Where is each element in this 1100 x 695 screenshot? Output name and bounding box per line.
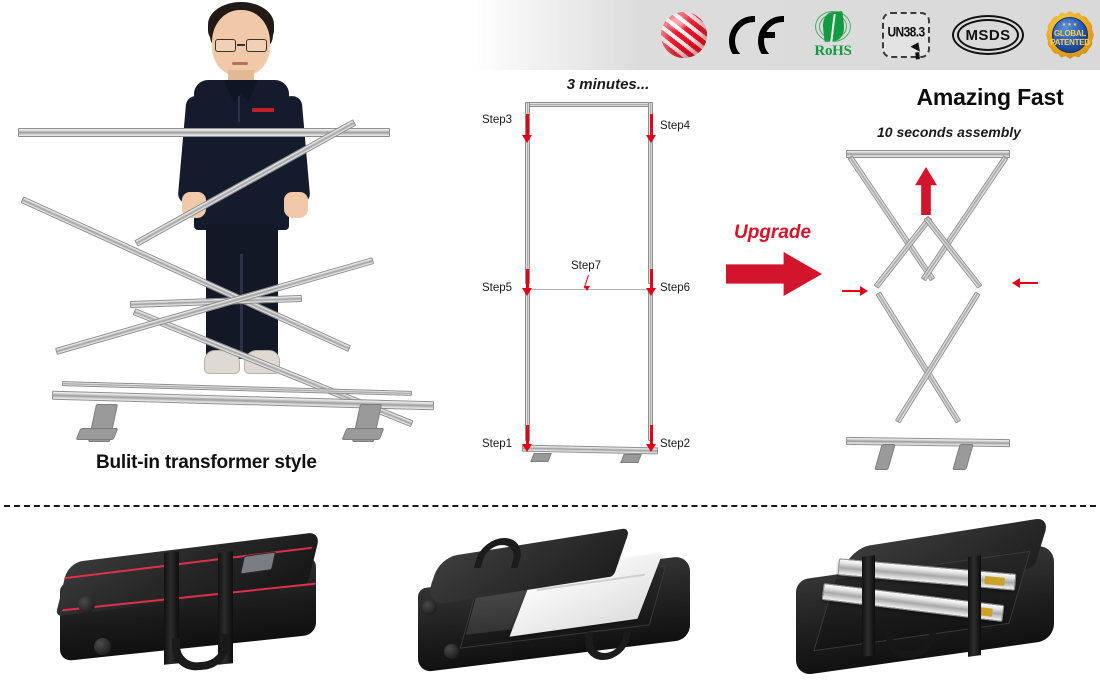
- upgrade-arrow-icon: [726, 252, 822, 296]
- frame-bar-diagonal-2: [134, 119, 357, 247]
- section-divider: [4, 505, 1096, 507]
- stars-label: ★★★: [1061, 22, 1079, 28]
- amazing-fast-panel: Amazing Fast 10 seconds assembly: [820, 72, 1100, 492]
- shirt-collar: [224, 80, 258, 102]
- ce-mark-badge: [729, 16, 784, 54]
- step3-label: Step3: [482, 114, 513, 126]
- three-minutes-label: 3 minutes...: [566, 76, 650, 93]
- right-hand: [284, 192, 308, 218]
- step4-arrow-icon: [646, 114, 657, 143]
- step4-label: Step4: [660, 120, 691, 132]
- rohs-label: RoHS: [814, 43, 852, 59]
- step7-label: Step7: [571, 260, 602, 272]
- step5-label: Step5: [482, 282, 513, 294]
- step1-label: Step1: [482, 438, 513, 450]
- diagram-bar-left-lower: [525, 291, 530, 441]
- frame-foot-right-pad: [341, 428, 385, 440]
- global-label: GLOBAL: [1054, 29, 1086, 38]
- diagram-foot-right: [620, 454, 642, 463]
- upgrade-callout: Upgrade: [722, 222, 832, 312]
- carry-bag-gallery: [0, 516, 1100, 695]
- certification-band: RoHS UN38.3 MSDS ★★★: [0, 0, 1100, 70]
- bag-wheel-1: [78, 596, 95, 613]
- diagram-foot-left: [530, 453, 552, 462]
- x-frame-bar-top: [846, 150, 1010, 158]
- step3-arrow-icon: [522, 114, 533, 143]
- x-frame-bar-base: [845, 436, 1011, 448]
- patented-label: PATENTED: [1050, 38, 1090, 47]
- un383-badge: UN38.3: [882, 12, 930, 58]
- step6-arrow-icon: [646, 269, 657, 296]
- assembly-steps-diagram: 3 minutes... Step3 Step4 Step7 Step5 Ste…: [470, 72, 720, 492]
- x-frame-diag-5: [875, 291, 962, 424]
- bag-handle-bottom: [581, 632, 631, 660]
- z-folded-frame: [0, 0, 460, 450]
- red-striped-sphere-badge: [661, 12, 707, 58]
- step5-arrow-icon: [522, 269, 533, 296]
- mouth: [232, 62, 248, 65]
- frame-bar-top: [18, 128, 390, 137]
- glasses-icon: [215, 39, 267, 52]
- rohs-badge: RoHS: [806, 10, 860, 60]
- msds-label: MSDS: [965, 26, 1011, 44]
- step2-arrow-icon: [646, 425, 657, 452]
- ten-seconds-subtitle: 10 seconds assembly: [877, 124, 1021, 140]
- bag-wheel-1: [422, 600, 437, 615]
- diagram-bar-top: [525, 102, 653, 107]
- un383-label: UN38.3: [887, 23, 925, 41]
- diagram-bar-mid-connector: [528, 289, 652, 290]
- amazing-fast-headline: Amazing Fast: [916, 84, 1064, 110]
- closed-rolling-bag: [0, 518, 366, 695]
- x-frame-diag-6: [894, 291, 981, 424]
- bag-handle: [172, 633, 230, 673]
- step2-label: Step2: [660, 438, 691, 450]
- shirt-logo: [252, 108, 274, 112]
- open-bag-with-fabric: [368, 518, 734, 695]
- diagram-bar-right-lower: [648, 291, 653, 441]
- pull-up-arrow-icon: [915, 167, 937, 215]
- certification-list: RoHS UN38.3 MSDS ★★★: [661, 0, 1094, 70]
- transformer-style-photo: Bulit-in transformer style: [0, 0, 460, 473]
- ce-e-glyph: [758, 16, 784, 54]
- frame-foot-left-pad: [75, 428, 119, 440]
- global-patented-badge: ★★★ GLOBAL PATENTED: [1046, 11, 1094, 59]
- x-frame-foot-left: [874, 444, 896, 470]
- bag-wheel-2: [94, 638, 111, 655]
- bag-strap-2: [968, 555, 981, 657]
- shirt-placket: [238, 96, 240, 122]
- x-frame-foot-right: [952, 444, 974, 470]
- step7-arrow-head: [584, 286, 590, 291]
- upgrade-label: Upgrade: [734, 222, 812, 243]
- cursor-arrow-icon: [910, 42, 923, 55]
- push-in-left-arrow-icon: [842, 286, 868, 296]
- head: [212, 10, 270, 76]
- left-caption: Bulit-in transformer style: [96, 452, 317, 473]
- bag-handle-top: [473, 538, 527, 568]
- push-in-right-arrow-icon: [1012, 278, 1038, 288]
- open-bag-with-frame-rails: [734, 516, 1100, 695]
- ce-c-glyph: [729, 16, 755, 54]
- bag-strap-1: [862, 555, 875, 657]
- step6-label: Step6: [660, 282, 691, 294]
- step1-arrow-icon: [522, 425, 533, 452]
- msds-badge: MSDS: [952, 15, 1024, 55]
- bag-wheel-2: [444, 644, 459, 659]
